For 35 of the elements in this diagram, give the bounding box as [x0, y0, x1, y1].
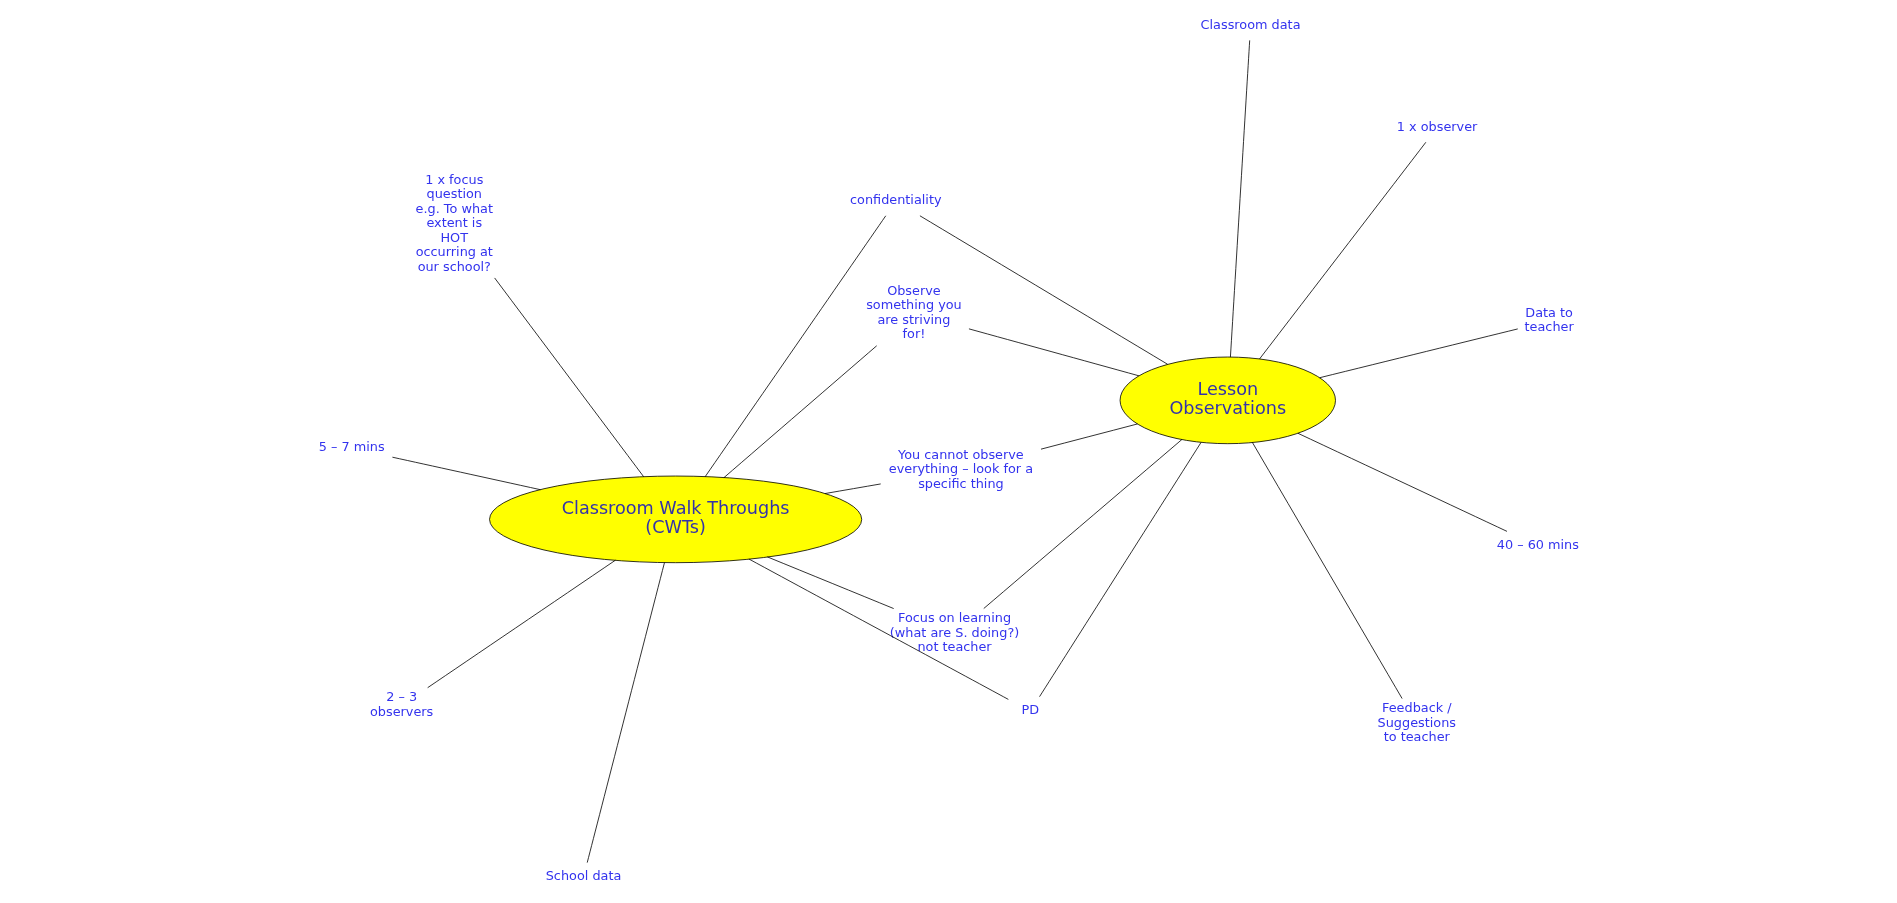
- connector: [704, 215, 886, 478]
- node-ellipse: Lesson Observations: [1119, 356, 1336, 445]
- node-text: 1 x focus question e.g. To what extent is HOT occurring at our school?: [415, 171, 493, 274]
- connector: [968, 328, 1139, 377]
- connector: [1297, 432, 1507, 532]
- node-text: 40 – 60 mins: [1496, 536, 1579, 552]
- node-text: School data: [545, 868, 621, 884]
- node-text: 2 – 3 observers: [369, 689, 433, 719]
- connector: [391, 456, 541, 491]
- node-text: 1 x observer: [1396, 118, 1477, 134]
- connector: [1318, 328, 1518, 379]
- node-ellipse: Classroom Walk Throughs (CWTs): [488, 475, 862, 564]
- connector: [723, 345, 877, 479]
- connector: [1038, 442, 1201, 698]
- connector: [493, 277, 644, 478]
- connector: [1229, 40, 1250, 358]
- node-text: confidentiality: [849, 192, 942, 208]
- node-text: Classroom data: [1200, 16, 1301, 32]
- connector: [748, 558, 1009, 700]
- node-text: Observe something you are striving for!: [865, 283, 962, 342]
- node-text: PD: [1020, 702, 1039, 718]
- node-text: You cannot observe everything – look for a specific thing: [888, 446, 1033, 491]
- connector: [919, 215, 1168, 365]
- node-text: Focus on learning (what are S. doing?) not teacher: [889, 610, 1019, 654]
- connector: [982, 439, 1182, 609]
- node-text: Data to teacher: [1524, 305, 1574, 335]
- connector: [824, 483, 881, 494]
- connector: [586, 562, 665, 863]
- connector: [1251, 442, 1402, 699]
- connector: [1040, 423, 1138, 450]
- node-text: 5 – 7 mins: [318, 439, 385, 455]
- connector: [426, 559, 616, 689]
- connector: [1258, 141, 1426, 360]
- connector: [766, 556, 894, 609]
- node-text: Feedback / Suggestions to teacher: [1377, 700, 1456, 745]
